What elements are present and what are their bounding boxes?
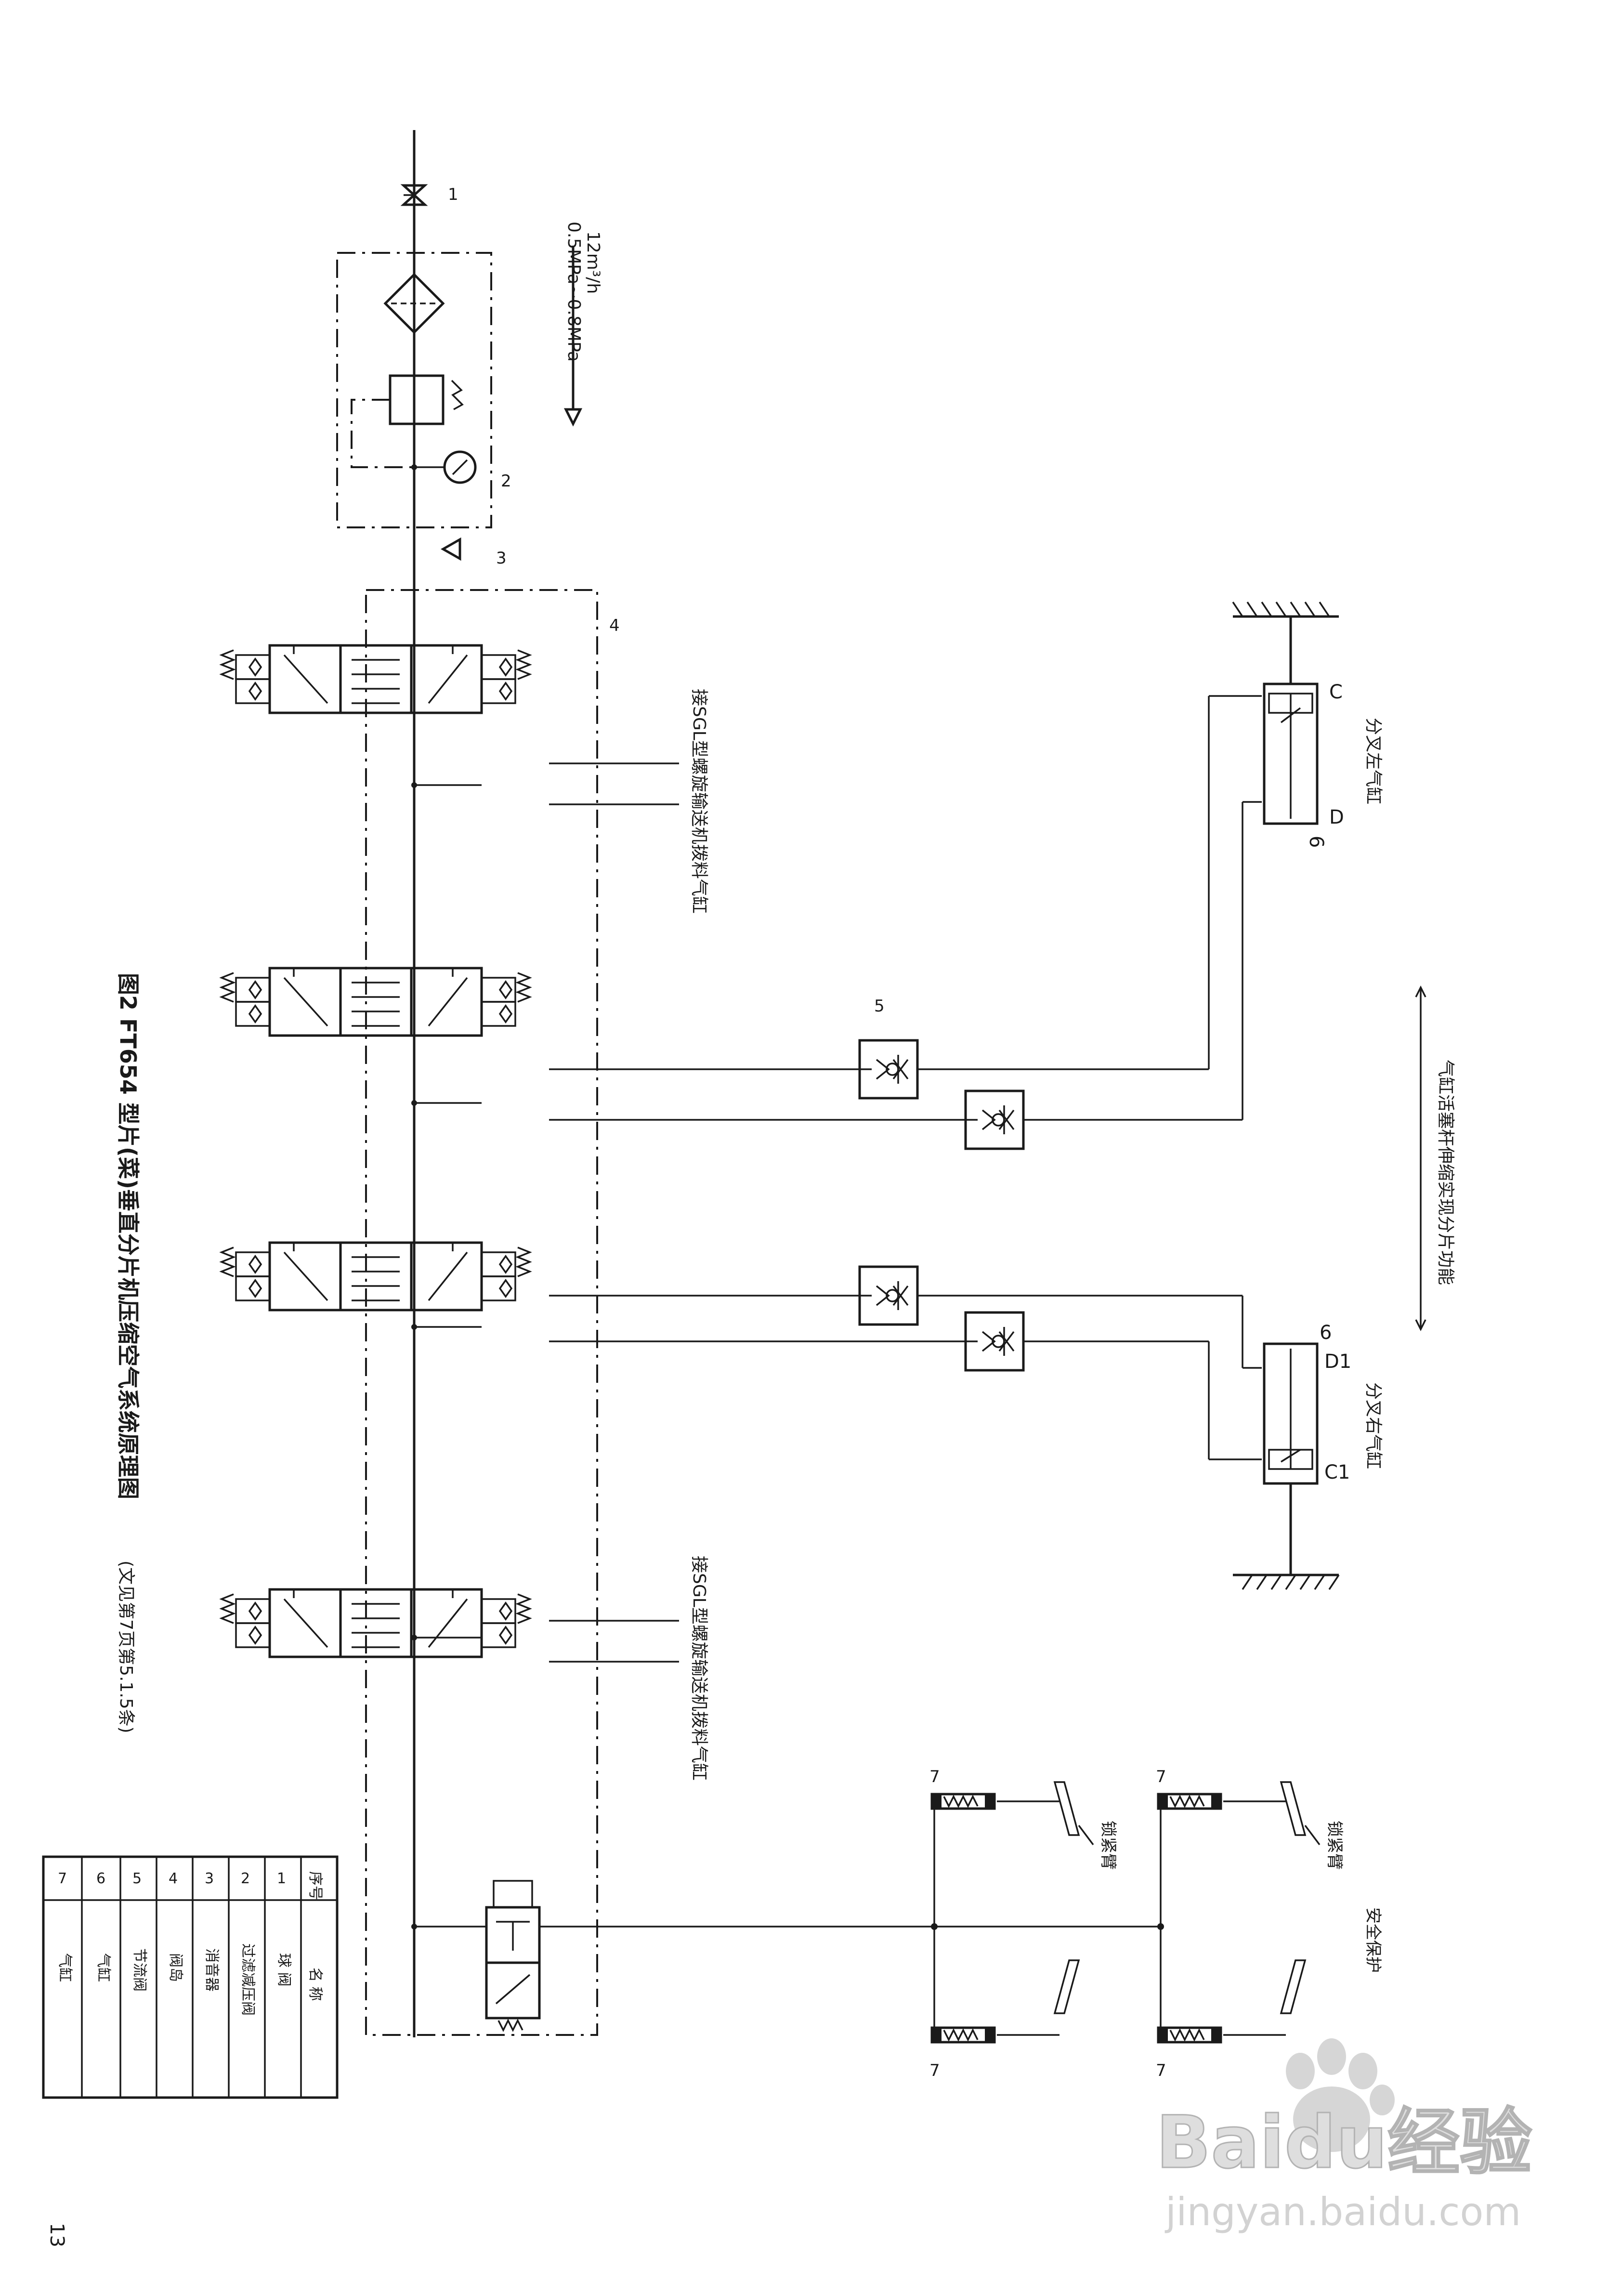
- label-sgl-top: 接SGL型螺旋输送机拨料气缸: [689, 689, 709, 914]
- valve-3: [222, 1243, 530, 1310]
- valve-1: [222, 645, 530, 713]
- callout-6-top: 6: [1305, 836, 1327, 848]
- table-header-no: 序号: [307, 1871, 324, 1900]
- label-safety: 安全保护: [1363, 1907, 1383, 1973]
- callout-6-bottom: 6: [1320, 1322, 1332, 1344]
- caption-note: (文见第7页第5.1.5条): [116, 1561, 136, 1733]
- label-lock-arm-1: 锁紧臂: [1099, 1821, 1118, 1870]
- callout-7-c: 7: [929, 2061, 940, 2080]
- port-d1: D1: [1324, 1351, 1351, 1373]
- figure-caption: 图2 FT654 型片(菜)垂直分片机压缩空气系统原理图 (文见第7页第5.1.…: [115, 973, 141, 1733]
- lock-arms: [997, 1781, 1321, 2036]
- table-row-name: 球 阀: [275, 1953, 292, 1987]
- supply-flow: 12m³/h: [583, 231, 603, 294]
- table-row-no: 7: [58, 1870, 67, 1887]
- table-row-no: 2: [241, 1870, 250, 1887]
- table-row-name: 气缸: [95, 1953, 112, 1982]
- throttle-valve-3: [860, 1267, 917, 1325]
- table-row-name: 阀岛: [167, 1953, 184, 1982]
- table-row-no: 1: [277, 1870, 286, 1887]
- callout-7-a: 7: [929, 1767, 940, 1786]
- supply-spec: 12m³/h 0.5MPa~0.8MPa: [564, 222, 603, 362]
- port-c1: C1: [1324, 1461, 1350, 1483]
- sgl-lines: [549, 762, 679, 1663]
- port-d: D: [1329, 806, 1344, 828]
- throttle-valve-4: [966, 1312, 1023, 1370]
- spring-cylinder-4: [1158, 2028, 1221, 2042]
- table-row-name: 节流阀: [131, 1948, 148, 1992]
- throttle-valve-1: [860, 1040, 917, 1098]
- table-row-name: 气缸: [56, 1953, 73, 1982]
- table-row-no: 4: [169, 1870, 178, 1887]
- callout-5: 5: [874, 997, 885, 1016]
- label-left-cylinder: 分叉左气缸: [1363, 718, 1383, 804]
- spring-cylinder-2: [1158, 1794, 1221, 1809]
- right-cylinder: [1233, 1342, 1340, 1590]
- callout-7-d: 7: [1156, 2061, 1166, 2080]
- safety-lines: [539, 1801, 1164, 2035]
- watermark: Baidu经验 jingyan.baidu.com: [1155, 2038, 1533, 2234]
- left-cylinder: [1232, 602, 1339, 825]
- valve-4: [222, 1589, 530, 1657]
- ball-valve-symbol: [400, 184, 428, 206]
- throttle-valve-2: [966, 1091, 1023, 1149]
- frl-unit: [336, 252, 492, 528]
- manual-valve: [485, 1880, 541, 2032]
- callout-4: 4: [609, 616, 620, 635]
- table-row-no: 5: [132, 1870, 142, 1887]
- spring-cylinder-1: [932, 1794, 994, 1809]
- flow-arrow-head: [563, 408, 583, 427]
- spring-cylinder-3: [932, 2028, 994, 2042]
- parts-table: [42, 1855, 339, 2099]
- watermark-url: jingyan.baidu.com: [1164, 2190, 1521, 2234]
- callout-2: 2: [501, 472, 511, 491]
- port-c: C: [1329, 681, 1343, 703]
- callout-3: 3: [496, 549, 507, 568]
- watermark-brand: Baidu经验: [1156, 2101, 1532, 2185]
- callout-1: 1: [448, 185, 458, 204]
- label-lock-arm-2: 锁紧臂: [1325, 1821, 1344, 1870]
- valve-island-boundary: [365, 589, 598, 2036]
- page-number: 13: [46, 2223, 68, 2247]
- table-row-no: 3: [205, 1870, 214, 1887]
- supply-branches: [411, 464, 486, 1929]
- table-header-name: 名 称: [307, 1968, 324, 2001]
- label-sgl-bottom: 接SGL型螺旋输送机拨料气缸: [689, 1556, 709, 1781]
- table-row-no: 6: [96, 1870, 105, 1887]
- paw-icon: [1286, 2038, 1395, 2152]
- valve-2: [222, 968, 530, 1036]
- silencer-icon: [440, 537, 461, 561]
- label-right-cylinder: 分叉右气缸: [1363, 1382, 1383, 1469]
- label-stroke-note: 气缸活塞杆伸缩实现分片功能: [1436, 1060, 1455, 1285]
- table-row-name: 消音器: [203, 1948, 220, 1992]
- cylinder-lines: [549, 695, 1262, 1460]
- callout-7-b: 7: [1156, 1767, 1166, 1786]
- table-row-name: 过滤减压阀: [239, 1943, 256, 2016]
- caption-text: 图2 FT654 型片(菜)垂直分片机压缩空气系统原理图: [115, 973, 141, 1499]
